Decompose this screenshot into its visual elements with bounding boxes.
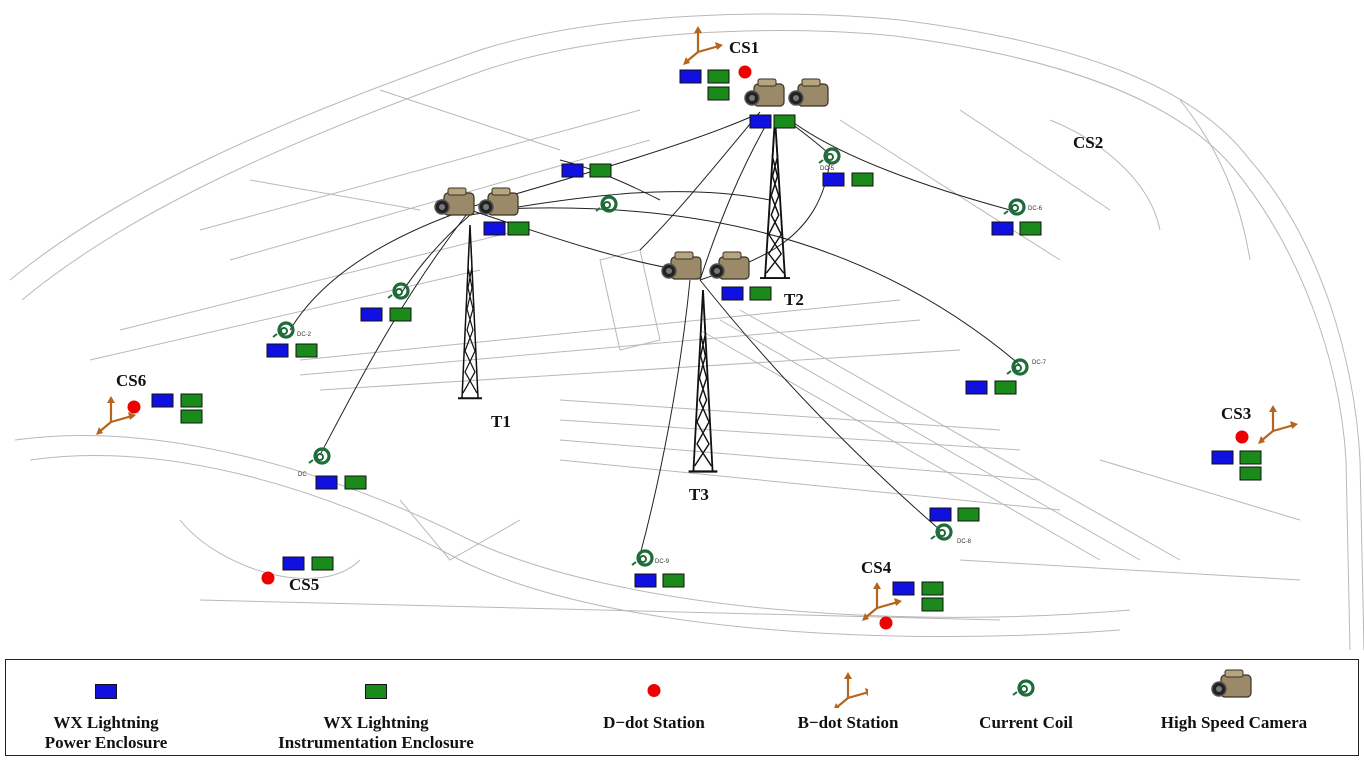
power-enclosure (282, 556, 305, 571)
high-speed-camera (661, 251, 702, 280)
d-dot-station (738, 65, 752, 79)
instrumentation-enclosure (1239, 466, 1262, 481)
tower-t1 (456, 223, 484, 400)
power-enclosure (151, 393, 174, 408)
tower-label-t1: T1 (491, 412, 511, 431)
instrumentation-enclosure (707, 69, 730, 84)
map-background (9, 13, 1364, 651)
power-enclosure (929, 507, 952, 522)
d-dot-station (879, 616, 893, 630)
instrumentation-enclosure (851, 172, 874, 187)
legend-high-speed-camera: High Speed Camera (1134, 660, 1334, 755)
coil-label: DC-8 (957, 539, 972, 545)
instrumentation-enclosure (707, 86, 730, 101)
power-enclosure (315, 475, 338, 490)
power-enclosure (749, 114, 772, 129)
b-dot-station (94, 394, 138, 437)
instrumentation-enclosure (389, 307, 412, 322)
instrumentation-enclosure (1239, 450, 1262, 465)
instrumentation-enclosure (921, 581, 944, 596)
site-label-cs6: CS6 (116, 371, 146, 390)
high-speed-camera (744, 78, 785, 107)
site-label-cs4: CS4 (861, 558, 892, 577)
legend-power-enclosure: WX Lightning Power Enclosure (20, 660, 192, 755)
instrumentation-enclosure (921, 597, 944, 612)
current-coil (594, 195, 618, 213)
video-camera-icon (1211, 669, 1252, 698)
b-dot-station (1256, 403, 1300, 446)
power-enclosure (483, 221, 506, 236)
power-enclosure (266, 343, 289, 358)
instrumentation-enclosure (773, 114, 796, 129)
legend-bdot-label: B−dot Station (797, 713, 899, 732)
blue-square-icon (95, 684, 117, 699)
legend-bdot-station: B−dot Station (778, 660, 918, 755)
coil-label: DC-6 (1028, 206, 1043, 212)
tower-label-t2: T2 (784, 290, 804, 309)
site-label-cs2: CS2 (1073, 133, 1103, 152)
current-coil (307, 447, 331, 465)
legend-ddot-station: D−dot Station (584, 660, 724, 755)
legend-ddot-label: D−dot Station (603, 713, 705, 732)
instrumentation-enclosure (344, 475, 367, 490)
instrumentation-enclosure (749, 286, 772, 301)
d-dot-station (127, 400, 141, 414)
legend-coil-label: Current Coil (979, 713, 1073, 732)
coil-label: DC-9 (655, 559, 670, 565)
instrumentation-enclosure (180, 409, 203, 424)
power-enclosure (1211, 450, 1234, 465)
instrumentation-enclosure (311, 556, 334, 571)
high-speed-camera (709, 251, 750, 280)
instrumentation-enclosure (589, 163, 612, 178)
instrumentation-enclosure (957, 507, 980, 522)
green-square-icon (365, 684, 387, 699)
tower-t3 (687, 288, 719, 473)
power-enclosure (634, 573, 657, 588)
current-coil-icon (1011, 679, 1035, 697)
tower-label-t3: T3 (689, 485, 709, 504)
legend-instrumentation-line2: Instrumentation Enclosure (278, 733, 474, 752)
legend-instrumentation-enclosure: WX Lightning Instrumentation Enclosure (261, 660, 491, 755)
instrumentation-enclosure (507, 221, 530, 236)
power-enclosure (360, 307, 383, 322)
legend: WX Lightning Power Enclosure WX Lightnin… (5, 659, 1359, 756)
power-enclosure (965, 380, 988, 395)
legend-camera-label: High Speed Camera (1160, 713, 1308, 732)
power-enclosure (721, 286, 744, 301)
instrumentation-enclosure (1019, 221, 1042, 236)
coil-label: DC-5 (820, 166, 835, 172)
current-coil (929, 523, 953, 541)
site-map: DC-2 DC-5 DC-6 DC-7 DC-8 DC-9 DC CS1 CS2… (9, 13, 1364, 651)
power-enclosure (561, 163, 584, 178)
red-dot-icon (647, 684, 661, 697)
instrumentation-enclosure (295, 343, 318, 358)
current-coil (817, 147, 841, 165)
power-enclosure (822, 172, 845, 187)
legend-instrumentation-line1: WX Lightning (323, 713, 429, 732)
high-speed-camera (788, 78, 829, 107)
power-enclosure (679, 69, 702, 84)
d-dot-station (261, 571, 275, 585)
site-label-cs3: CS3 (1221, 404, 1251, 423)
axes-arrows-icon (831, 670, 868, 708)
current-coil (1005, 358, 1029, 376)
high-speed-camera (478, 187, 519, 216)
coil-label: DC-2 (297, 332, 312, 338)
site-label-cs1: CS1 (729, 38, 759, 57)
instrumentation-enclosure (662, 573, 685, 588)
current-coil (630, 549, 654, 567)
coil-label: DC (298, 472, 307, 478)
current-coil (1002, 198, 1026, 216)
instrumentation-enclosure (180, 393, 203, 408)
coil-label: DC-7 (1032, 360, 1047, 366)
legend-power-line1: WX Lightning (53, 713, 159, 732)
legend-power-line2: Power Enclosure (44, 733, 168, 752)
power-enclosure (892, 581, 915, 596)
site-label-cs5: CS5 (289, 575, 319, 594)
legend-current-coil: Current Coil (956, 660, 1096, 755)
d-dot-station (1235, 430, 1249, 444)
cables (289, 111, 1021, 556)
power-enclosure (991, 221, 1014, 236)
instrumentation-enclosure (994, 380, 1017, 395)
